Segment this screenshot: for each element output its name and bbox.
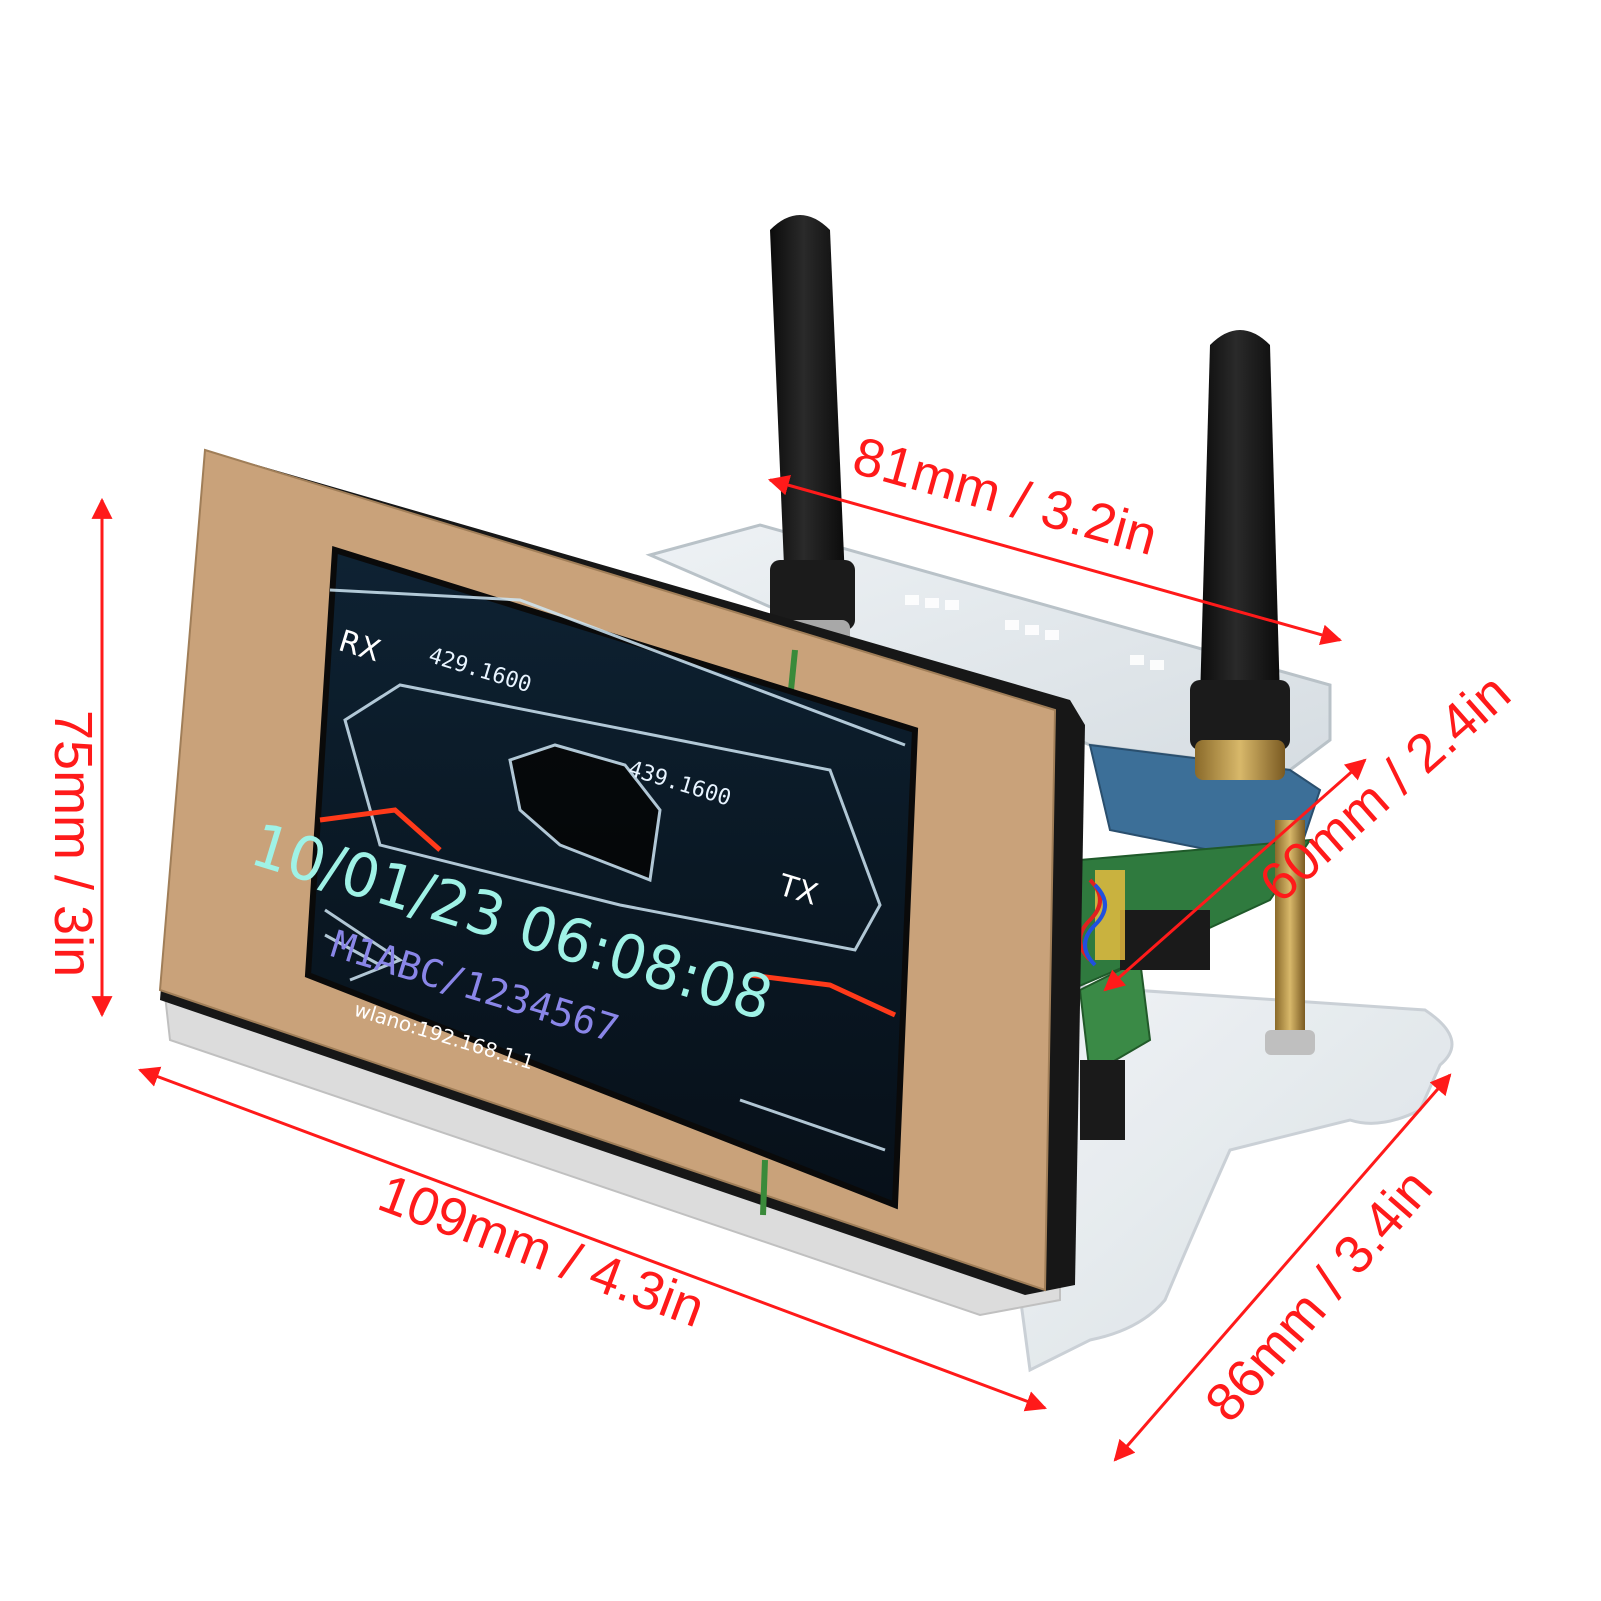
dim-arrow-width bbox=[138, 1066, 1047, 1412]
dim-base-depth: 86mm / 3.4in bbox=[1194, 1158, 1444, 1433]
dim-arrow-depth bbox=[1103, 758, 1367, 992]
dim-arrow-base-depth bbox=[1113, 1073, 1452, 1462]
left-antenna bbox=[770, 215, 855, 650]
dim-arrow-antenna-spacing bbox=[767, 474, 1343, 646]
right-antenna bbox=[1190, 330, 1290, 780]
dimension-lines bbox=[91, 474, 1452, 1462]
dim-height: 75mm / 3in bbox=[43, 710, 103, 977]
